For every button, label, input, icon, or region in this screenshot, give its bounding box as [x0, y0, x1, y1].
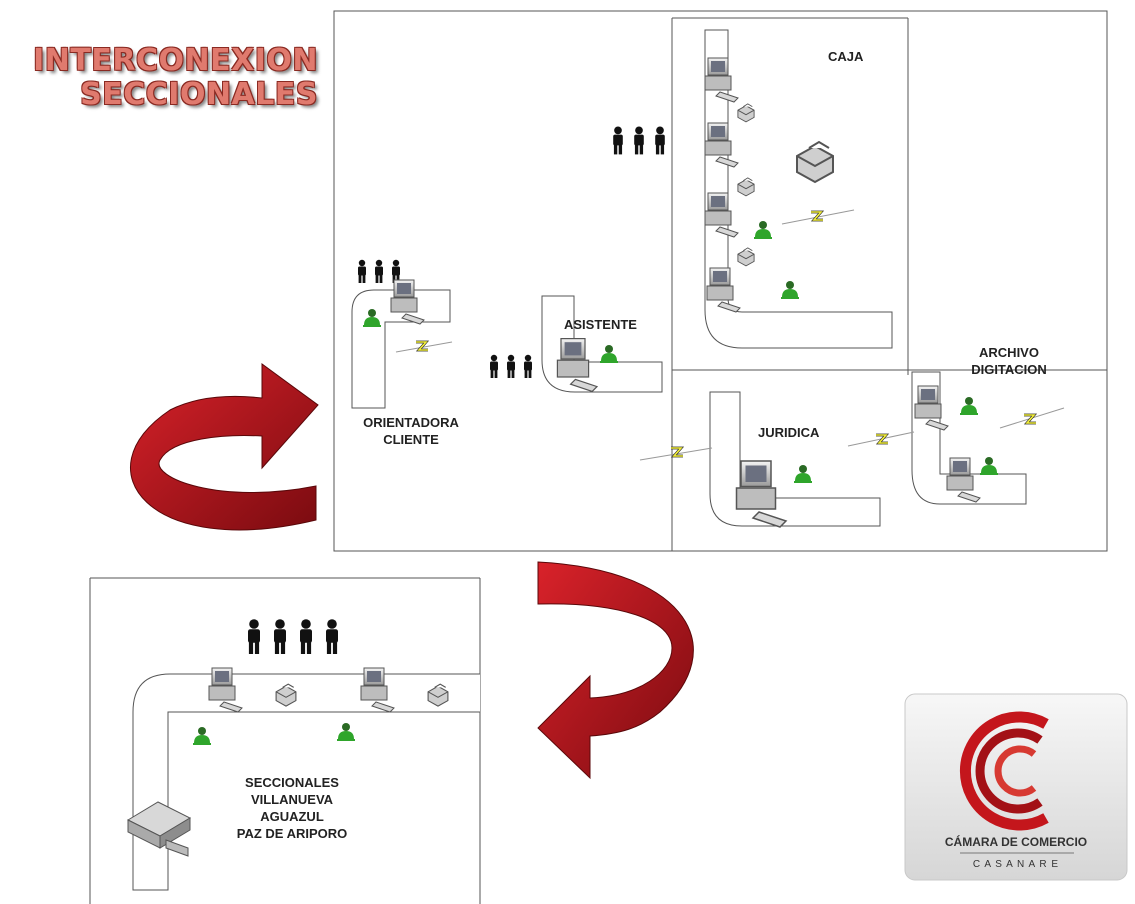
title-line1: INTERCONEXION [33, 43, 318, 78]
label-archivo: ARCHIVO DIGITACION [954, 344, 1064, 378]
person-group-icon [613, 126, 665, 155]
curved-arrow-icon [537, 561, 694, 780]
juridica-desk [709, 391, 881, 527]
employee-icon [337, 723, 355, 741]
label-asistente: ASISTENTE [564, 317, 637, 332]
lightning-icon [781, 209, 855, 225]
employee-icon [193, 727, 211, 745]
employee-icon [794, 465, 812, 483]
printer-icon [796, 141, 834, 183]
printer-icon [737, 247, 755, 267]
person-group-icon [490, 354, 532, 378]
label-juridica: JURIDICA [758, 425, 820, 440]
label-orientadora: ORIENTADORA CLIENTE [346, 414, 476, 448]
label-orientadora-line2: CLIENTE [383, 432, 439, 447]
label-seccionales-line2: VILLANUEVA [250, 792, 334, 807]
printer-icon [737, 177, 755, 197]
label-seccionales: SECCIONALES VILLANUEVA AGUAZUL PAZ DE AR… [222, 774, 362, 842]
label-caja: CAJA [828, 49, 864, 64]
main-office-floorplan [333, 10, 1108, 552]
title-line2: SECCIONALES [80, 77, 318, 112]
employee-icon [600, 345, 618, 363]
employee-icon [980, 457, 998, 475]
seccionales-office-floorplan [89, 577, 481, 904]
logo-subtitle: C A S A N A R E [972, 859, 1060, 870]
logo-title: CÁMARA DE COMERCIO [944, 835, 1088, 849]
label-seccionales-line3: AGUAZUL [260, 809, 324, 824]
page-title: INTERCONEXION SECCIONALES [0, 44, 318, 112]
label-archivo-line1: ARCHIVO [979, 345, 1039, 360]
employee-icon [960, 397, 978, 415]
lightning-icon [999, 407, 1065, 429]
lightning-icon [847, 431, 915, 447]
camara-comercio-logo [904, 693, 1128, 881]
employee-icon [754, 221, 772, 239]
label-archivo-line2: DIGITACION [971, 362, 1047, 377]
label-orientadora-line1: ORIENTADORA [363, 415, 459, 430]
label-seccionales-line1: SECCIONALES [245, 775, 339, 790]
label-seccionales-line4: PAZ DE ARIPORO [236, 826, 348, 841]
lightning-icon [395, 340, 453, 353]
server-icon [126, 801, 192, 857]
employee-icon [781, 281, 799, 299]
lightning-icon [639, 446, 713, 461]
person-group-icon [248, 619, 338, 654]
curved-arrow-icon [129, 363, 319, 531]
asistente-desk [541, 295, 663, 393]
printer-icon [737, 103, 755, 123]
